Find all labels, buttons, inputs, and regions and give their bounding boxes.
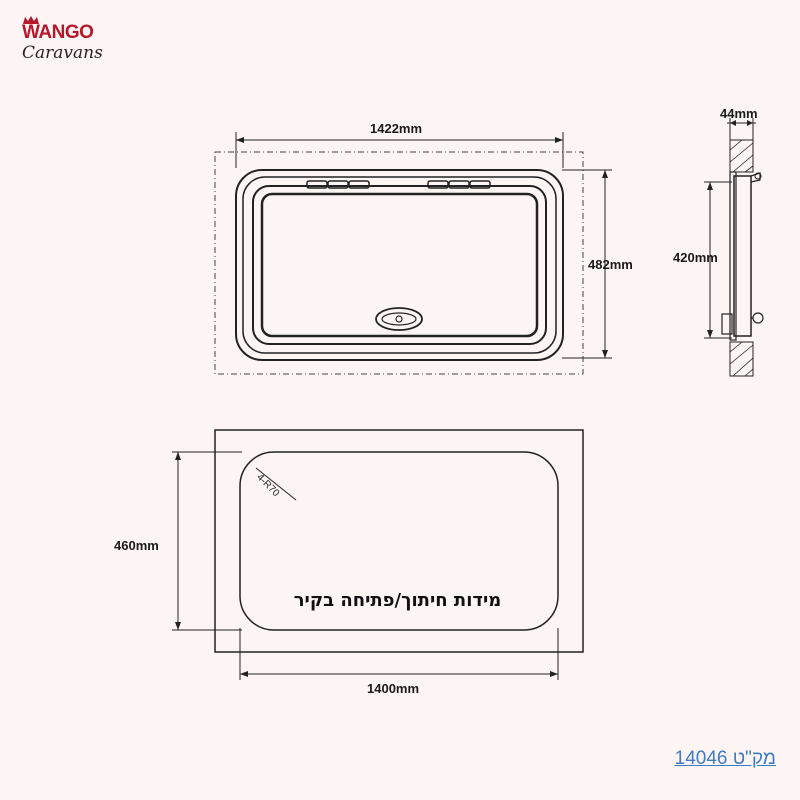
hinge-left bbox=[306, 180, 370, 189]
cutout-caption: מידות חיתוך/פתיחה בקיר bbox=[293, 590, 502, 611]
side-view bbox=[704, 118, 764, 377]
wall-section-top bbox=[729, 139, 754, 173]
mounting-boundary bbox=[214, 151, 584, 375]
sku-link[interactable]: מק"ט 14046 bbox=[674, 748, 776, 769]
side-height-label: 420mm bbox=[673, 250, 718, 265]
side-thickness-label: 44mm bbox=[720, 106, 758, 121]
cutout-height-label: 460mm bbox=[114, 538, 159, 553]
wall-section-bottom bbox=[729, 341, 754, 377]
wall-panel bbox=[214, 429, 584, 653]
radius-leader bbox=[255, 467, 297, 501]
hinge-knob-side bbox=[754, 172, 762, 180]
front-width-label: 1422mm bbox=[370, 121, 423, 136]
door-profile bbox=[733, 175, 752, 337]
cutout-width-label: 1400mm bbox=[367, 681, 420, 696]
cutout-opening bbox=[239, 451, 559, 631]
crown-icon bbox=[23, 16, 39, 24]
lock-knob-side bbox=[752, 312, 764, 324]
front-view bbox=[214, 132, 612, 375]
front-height-label: 482mm bbox=[588, 257, 633, 272]
logo-brand-line: WANGO bbox=[22, 22, 94, 43]
cutout-view bbox=[172, 429, 584, 680]
lock-handle bbox=[375, 307, 423, 331]
logo-sub-line: Caravans bbox=[22, 43, 103, 63]
hatch-door-panel bbox=[260, 192, 539, 338]
hatch-frame-outer bbox=[235, 169, 564, 361]
wango-caravans-logo: WANGO Caravans bbox=[22, 16, 132, 66]
hinge-right bbox=[427, 180, 491, 189]
